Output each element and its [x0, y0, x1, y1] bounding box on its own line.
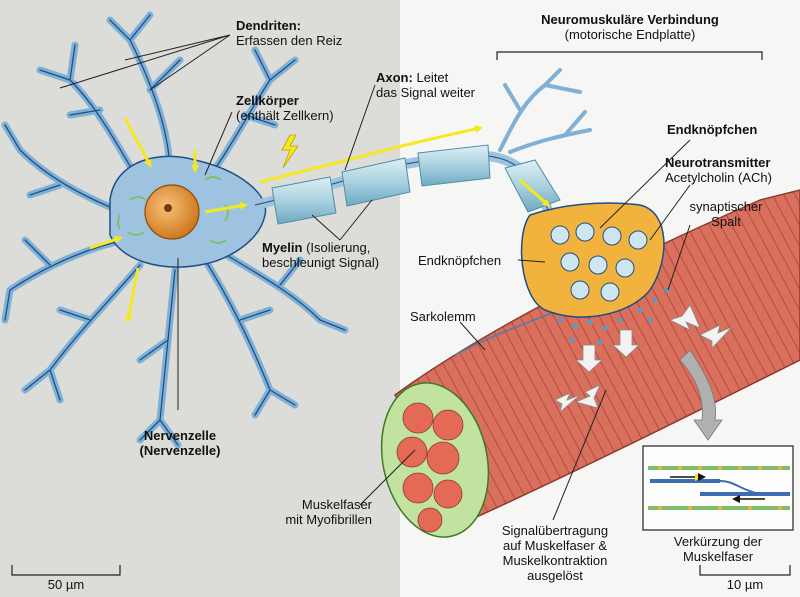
shortening-inset-box [642, 445, 794, 531]
signal-arrows [89, 117, 551, 323]
inset-arrow-left-head [732, 495, 740, 503]
nucleolus [164, 204, 172, 212]
synaptic-cleft-label: synaptischer Spalt [676, 199, 776, 229]
synaptic-cleft-line-1: synaptischer [689, 199, 763, 214]
scale-left-label: 50 µm [16, 577, 116, 592]
nucleus [144, 184, 200, 240]
terminal-bouton-left-label: Endknöpfchen [418, 253, 501, 268]
impulse-arrows [554, 304, 733, 414]
signal-line-3: Muskelkontraktion [502, 553, 608, 568]
scale-left-text: 50 µm [47, 577, 85, 592]
terminal-bouton-label: Endknöpfchen [667, 122, 757, 137]
neurotransmitter-label: Neurotransmitter Acetylcholin (ACh) [665, 155, 772, 185]
dendrites-description: Erfassen den Reiz [236, 33, 343, 48]
cell-body-label: Zellkörper (enthält Zellkern) [236, 93, 334, 123]
signal-line-2: auf Muskelfaser & [502, 538, 608, 553]
signal-line-4: ausgelöst [527, 568, 583, 583]
shortening-line-1: Verkürzung der [673, 534, 763, 549]
neurotransmitter-description: Acetylcholin (ACh) [665, 170, 772, 185]
inset-arrow-right-head [698, 473, 706, 481]
axon-description-1: Leitet [416, 70, 449, 85]
myelin-title: Myelin [262, 240, 303, 255]
dendrites-title: Dendriten: [236, 18, 301, 33]
terminal-bouton-left-text: Endknöpfchen [418, 253, 502, 268]
axon-description-2: das Signal weiter [376, 85, 475, 100]
dendrites-outline [4, 14, 346, 446]
nerve-cell-label: Nervenzelle (Nervenzelle) [120, 428, 240, 458]
myelin-description-2: beschleunigt Signal) [262, 255, 380, 270]
sarcolemma-text: Sarkolemm [410, 309, 476, 324]
axon-title: Axon: [376, 70, 413, 85]
nmj-label: Neuromuskuläre Verbindung (motorische En… [500, 12, 760, 42]
sarcolemma-label: Sarkolemm [410, 309, 476, 324]
nmj-subtitle: (motorische Endplatte) [564, 27, 696, 42]
neurotransmitter-title: Neurotransmitter [665, 155, 771, 170]
organelles [117, 176, 229, 244]
nmj-title: Neuromuskuläre Verbindung [541, 12, 719, 27]
muscle-fiber-line-2: mit Myofibrillen [285, 512, 372, 527]
nerve-cell-title: Nervenzelle [143, 428, 217, 443]
cell-body-title: Zellkörper [236, 93, 299, 108]
terminal-bouton-title: Endknöpfchen [667, 122, 758, 137]
axon-label: Axon: Leitet das Signal weiter [376, 70, 475, 100]
sarcomere-dots [658, 466, 782, 510]
stimulus-bolt-icon [281, 134, 299, 169]
muscle-fiber-line-1: Muskelfaser [301, 497, 372, 512]
neurotransmitter-molecules [557, 287, 670, 345]
myelin-description-1: (Isolierung, [306, 240, 371, 255]
myelin-label: Myelin (Isolierung, beschleunigt Signal) [262, 240, 379, 270]
nmj-bracket [496, 51, 763, 60]
scale-right-text: 10 µm [726, 577, 764, 592]
muscle-fiber [394, 189, 800, 521]
signal-transmission-label: Signalübertragung auf Muskelfaser & Musk… [485, 523, 625, 583]
axon-terminal-branches [498, 68, 592, 154]
nerve-cell-subtitle: (Nervenzelle) [139, 443, 221, 458]
synaptic-cleft-line-2: Spalt [711, 214, 741, 229]
scale-right-label: 10 µm [700, 577, 790, 592]
dendrites-label: Dendriten: Erfassen den Reiz [236, 18, 342, 48]
shortening-label: Verkürzung der Muskelfaser [650, 534, 786, 564]
shortening-line-2: Muskelfaser [682, 549, 754, 564]
left-panel-background [0, 0, 400, 597]
cell-body-description: (enthält Zellkern) [236, 108, 334, 123]
signal-line-1: Signalübertragung [501, 523, 609, 538]
synaptic-vesicles [550, 222, 648, 302]
myofibrils [396, 402, 464, 533]
leader-lines [59, 34, 691, 521]
zoom-arrow [679, 349, 723, 441]
scale-bar-left [11, 565, 121, 576]
muscle-fiber-label: Muskelfaser mit Myofibrillen [250, 497, 372, 527]
scale-bar-right [699, 565, 791, 576]
